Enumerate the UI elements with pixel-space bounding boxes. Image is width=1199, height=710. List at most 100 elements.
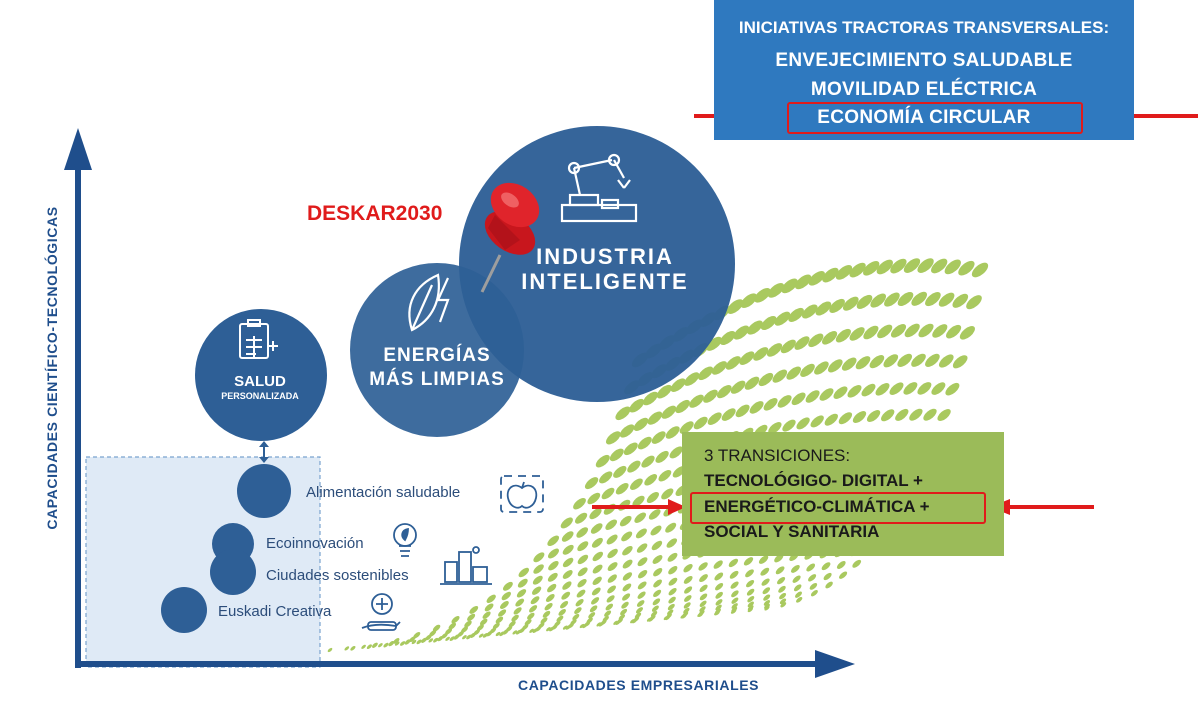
green-dot (788, 307, 804, 322)
green-dot (780, 602, 787, 608)
green-dot (904, 323, 920, 338)
green-dot (714, 572, 724, 581)
green-dot (556, 615, 564, 622)
green-dot (393, 638, 400, 644)
green-dot (897, 291, 914, 307)
green-dot (833, 386, 848, 399)
green-dot (774, 311, 791, 326)
green-dot (500, 601, 509, 609)
green-dot (897, 353, 913, 367)
iniciativa-item: ENVEJECIMIENTO SALUDABLE (775, 50, 1073, 71)
green-dot (946, 324, 962, 339)
green-dot (467, 613, 476, 622)
green-dot (680, 614, 686, 619)
green-dot (615, 406, 631, 421)
green-dot (824, 413, 838, 426)
green-dot (931, 258, 948, 274)
green-dot (647, 411, 663, 425)
green-dot (658, 469, 672, 482)
green-dot (621, 601, 629, 609)
green-dot (636, 543, 648, 553)
green-dot (959, 326, 975, 340)
green-dot (652, 555, 663, 564)
green-dot (464, 620, 472, 628)
green-dot (966, 295, 982, 310)
green-dot (622, 583, 632, 592)
green-dot (495, 616, 504, 624)
green-dot (754, 287, 771, 303)
green-dot (852, 411, 867, 423)
salud-title-2: PERSONALIZADA (221, 391, 299, 401)
green-dot (655, 450, 669, 463)
green-dot (596, 622, 602, 627)
green-dot (707, 412, 722, 425)
transiciones-title: 3 TRANSICIONES: (704, 446, 851, 465)
green-dot (870, 293, 887, 308)
green-dot (591, 587, 601, 596)
green-dot (400, 641, 406, 646)
green-dot (822, 331, 838, 345)
green-dot (607, 548, 618, 559)
green-dot (740, 293, 757, 309)
green-dot (633, 417, 649, 431)
green-dot (815, 301, 832, 316)
green-dot (592, 576, 602, 585)
green-dot (630, 478, 643, 490)
green-dot (808, 270, 825, 286)
green-dot (703, 389, 718, 403)
green-dot (502, 581, 513, 591)
green-dot (836, 561, 846, 569)
green-dot (524, 619, 532, 626)
green-dot (810, 415, 824, 428)
green-dot (796, 596, 803, 603)
green-dot (890, 324, 907, 338)
green-dot (825, 581, 833, 589)
green-dot (495, 631, 501, 637)
green-dot (795, 591, 802, 598)
green-dot (619, 424, 635, 438)
green-dot (642, 391, 659, 406)
ciudades-dot (210, 549, 256, 595)
salud-circle (195, 309, 327, 441)
green-dot (706, 336, 722, 351)
green-dot (697, 612, 702, 617)
green-dot (699, 600, 707, 607)
green-dot (577, 567, 588, 577)
green-dot (917, 258, 934, 273)
green-dot (574, 607, 582, 614)
green-dot (650, 525, 662, 536)
green-dot (486, 631, 493, 637)
green-dot (572, 613, 580, 621)
y-axis (64, 128, 92, 668)
green-dot (588, 612, 596, 619)
green-dot (635, 528, 647, 539)
green-dot (884, 292, 900, 307)
green-dot (746, 588, 755, 596)
green-dot (821, 562, 831, 571)
green-dot (646, 492, 659, 503)
green-dot (609, 448, 624, 462)
green-dot (592, 551, 604, 562)
green-dot (684, 372, 700, 386)
green-dot (613, 465, 627, 478)
green-dot (511, 614, 519, 622)
iniciativas-box: INICIATIVAS TRACTORAS TRANSVERSALES: ENV… (714, 0, 1134, 140)
green-dot (629, 398, 645, 413)
green-dot (747, 320, 763, 335)
green-dot (630, 619, 635, 624)
green-dot (856, 294, 873, 309)
green-dot (378, 643, 383, 648)
green-dot (637, 436, 652, 450)
green-dot (744, 376, 760, 390)
green-dot (883, 354, 899, 368)
salud-title-1: SALUD (234, 373, 286, 390)
green-dot (619, 515, 632, 527)
green-dot (747, 596, 755, 603)
green-dot (561, 531, 574, 542)
green-dot (903, 382, 918, 395)
green-dot (829, 298, 845, 313)
green-dot (498, 609, 507, 617)
green-dot (791, 564, 800, 573)
green-dot (760, 315, 777, 331)
green-dot (604, 610, 612, 617)
